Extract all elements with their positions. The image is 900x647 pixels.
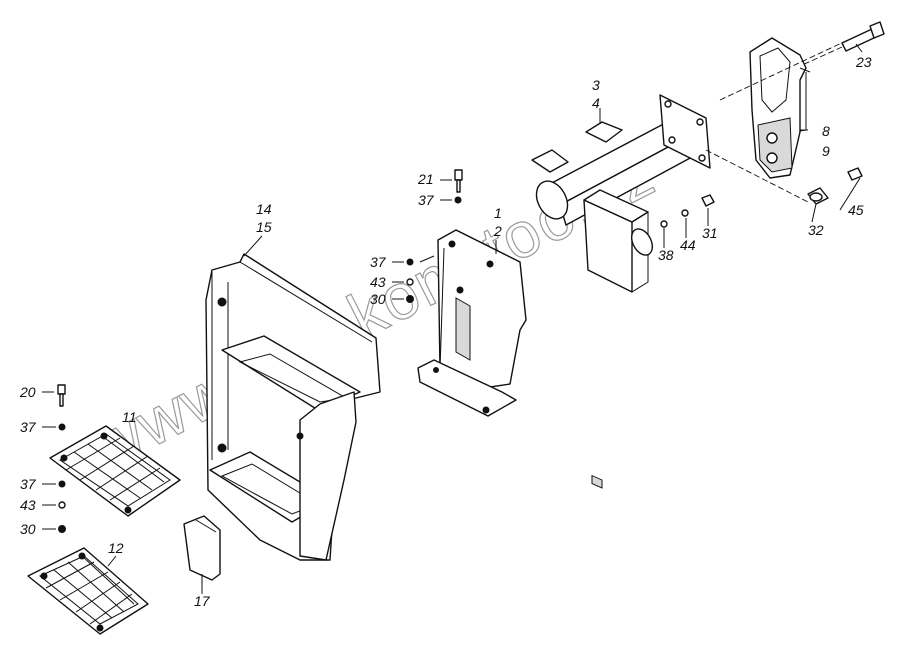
bracket-1-2	[417, 229, 527, 417]
label-31: 31	[702, 225, 718, 241]
label-12: 12	[108, 540, 124, 556]
label-37b: 37	[370, 254, 387, 270]
label-1: 1	[494, 205, 502, 221]
label-9: 9	[822, 143, 830, 159]
bracket-8-9	[749, 37, 811, 179]
washer-37-left-top	[58, 423, 66, 431]
label-20: 20	[19, 384, 36, 400]
cover-17	[183, 515, 221, 590]
washer-37-top	[454, 196, 462, 204]
label-17: 17	[194, 593, 211, 609]
label-30b: 30	[20, 521, 36, 537]
bolt-21	[454, 169, 463, 193]
label-45: 45	[848, 202, 864, 218]
step-housing-14-15	[205, 253, 381, 561]
label-37a: 37	[418, 192, 435, 208]
label-44: 44	[680, 237, 696, 253]
step-grate-12	[27, 547, 149, 635]
bolt-23	[799, 21, 885, 67]
washer-43-mid	[406, 278, 414, 286]
label-11: 11	[122, 409, 137, 425]
washer-37-mid	[406, 258, 414, 266]
washer-37-left-bottom	[58, 480, 66, 488]
label-38: 38	[658, 247, 674, 263]
callout-labels: 3 4 8 9 23 21 37 1 2 14 15 37 43 30 45 3…	[19, 54, 872, 609]
nut-30-left	[58, 525, 66, 533]
washer-45	[847, 167, 863, 181]
step-grate-11	[49, 425, 181, 517]
label-8: 8	[822, 123, 830, 139]
nut-30-mid	[406, 295, 414, 303]
label-32: 32	[808, 222, 824, 238]
label-15: 15	[256, 219, 272, 235]
label-37c: 37	[20, 419, 37, 435]
cross-beam-3-4	[531, 39, 849, 489]
nut-31	[701, 194, 715, 207]
washer-38	[660, 220, 668, 228]
nut-32	[807, 187, 829, 205]
label-4: 4	[592, 95, 600, 111]
label-43b: 43	[20, 497, 36, 513]
label-21: 21	[417, 171, 434, 187]
label-30a: 30	[370, 291, 386, 307]
label-2: 2	[493, 223, 502, 239]
washer-44	[681, 209, 689, 217]
label-23: 23	[855, 54, 872, 70]
leader-lines	[42, 43, 863, 594]
label-14: 14	[256, 201, 272, 217]
bolt-20	[57, 384, 66, 407]
label-3: 3	[592, 77, 600, 93]
label-37d: 37	[20, 476, 37, 492]
label-43a: 43	[370, 274, 386, 290]
washer-43-left	[58, 501, 66, 509]
